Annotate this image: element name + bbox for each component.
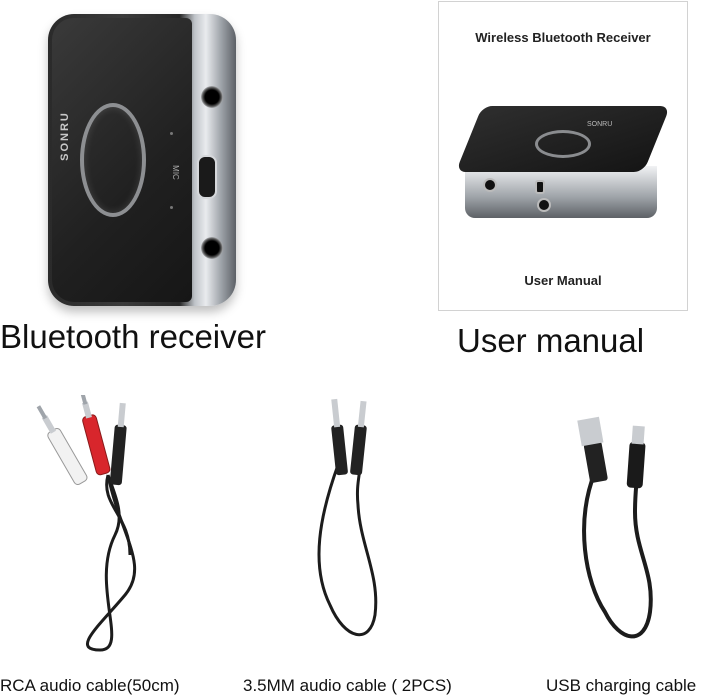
mini-port <box>483 178 497 192</box>
micro-usb-plug <box>626 425 646 489</box>
led-dot <box>170 206 173 209</box>
audio-port-bottom <box>201 237 223 259</box>
mini-port <box>537 198 551 212</box>
usb-c-port <box>197 155 217 199</box>
rca-white-plug <box>36 405 88 486</box>
receiver-brand-logo: SONRU <box>58 111 71 161</box>
receiver-touch-ring <box>80 103 146 217</box>
mic-label: MIC <box>170 165 180 180</box>
rca-cable-image <box>36 395 137 652</box>
rca-cable-loop <box>86 474 137 652</box>
manual-caption: User manual <box>457 322 645 359</box>
aux-plug-right <box>350 400 367 476</box>
manual-box-title: Wireless Bluetooth Receiver <box>475 30 651 45</box>
usb-cable-caption: USB charging cable <box>546 676 697 695</box>
rca-cable-wire <box>105 474 132 556</box>
mini-receiver-ring <box>535 130 591 158</box>
usb-cable-image <box>577 416 653 639</box>
rca-cable-caption: RCA audio cable(50cm) <box>0 676 180 695</box>
user-manual-image: Wireless Bluetooth Receiver SONRU User M… <box>438 1 688 311</box>
usb-cable-loop <box>582 471 653 639</box>
usb-a-plug <box>577 416 608 483</box>
mini-usb-port <box>535 180 545 194</box>
receiver-caption: Bluetooth receiver <box>0 318 266 355</box>
aux-plug-left <box>331 398 348 476</box>
aux-cable-loop <box>317 464 378 637</box>
rca-red-plug <box>80 395 111 476</box>
rca-35mm-plug <box>109 402 127 486</box>
mini-receiver-brand: SONRU <box>587 121 613 128</box>
aux-cable-caption: 3.5MM audio cable ( 2PCS) <box>243 676 452 695</box>
audio-port-top <box>201 86 223 108</box>
led-dot <box>170 132 173 135</box>
aux-cable-image <box>317 398 378 637</box>
mini-receiver-side <box>465 166 657 218</box>
manual-box-footer: User Manual <box>524 273 602 288</box>
